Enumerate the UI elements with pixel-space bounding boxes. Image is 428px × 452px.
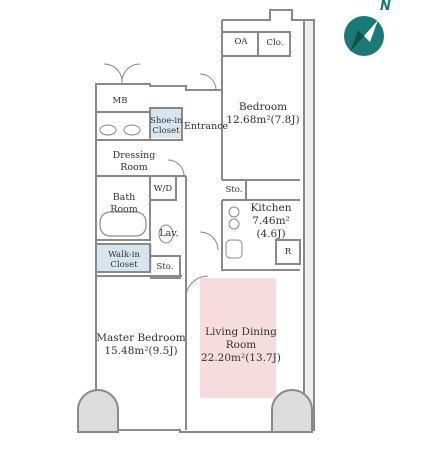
north-compass-icon	[344, 16, 384, 56]
clo-label: Clo.	[266, 38, 284, 48]
entrance-label: Entrance	[184, 121, 229, 132]
sto-master-label: Sto.	[156, 262, 174, 272]
oa-label: OA	[234, 37, 248, 47]
walk-in-closet-fill	[96, 244, 152, 272]
north-label: N	[380, 0, 391, 14]
shoe-closet-fill	[150, 108, 182, 138]
wd-label: W/D	[153, 184, 173, 194]
sto-kitchen-label: Sto.	[225, 185, 243, 195]
living-dining-highlight	[200, 278, 276, 398]
refrigerator-label: R	[284, 247, 292, 257]
lav-label: Lav.	[159, 228, 179, 239]
mb-label: MB	[112, 96, 128, 106]
